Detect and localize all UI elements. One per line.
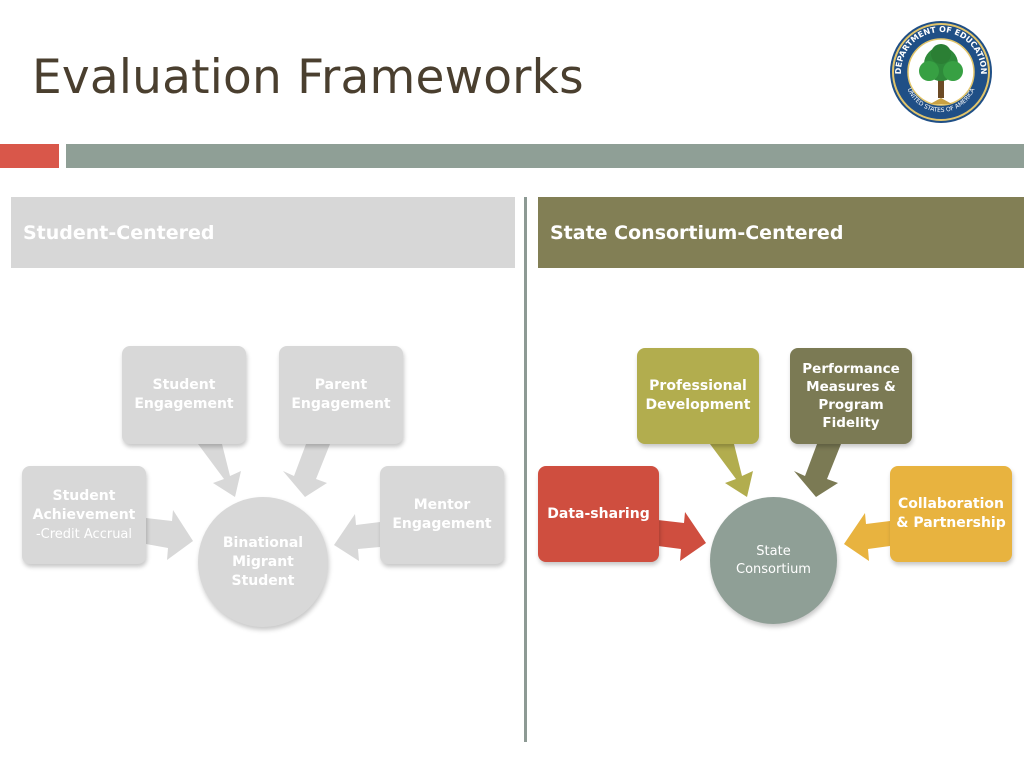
node-mentor-engagement-label: Mentor Engagement bbox=[392, 497, 492, 532]
student-centered-header: Student-Centered bbox=[11, 197, 515, 268]
node-performance-measures: Performance Measures & Program Fidelity bbox=[790, 348, 912, 444]
node-parent-engagement-label: Parent Engagement bbox=[291, 377, 391, 412]
arrow-professional-development bbox=[710, 444, 753, 497]
node-student-achievement-sublabel: -Credit Accrual bbox=[35, 526, 133, 542]
accent-bar-grey bbox=[66, 144, 1024, 168]
arrow-student-engagement bbox=[198, 444, 241, 497]
node-professional-development: Professional Development bbox=[637, 348, 759, 444]
node-data-sharing-label: Data-sharing bbox=[547, 505, 650, 522]
node-mentor-engagement: Mentor Engagement bbox=[380, 466, 504, 564]
node-student-engagement: Student Engagement bbox=[122, 346, 246, 444]
node-professional-development-label: Professional Development bbox=[645, 378, 751, 413]
consortium-centered-header: State Consortium-Centered bbox=[538, 197, 1024, 268]
node-binational-migrant-student-label: Binational Migrant Student bbox=[222, 534, 304, 589]
arrow-performance-measures bbox=[794, 444, 841, 497]
panel-divider bbox=[524, 197, 527, 742]
consortium-centered-header-label: State Consortium-Centered bbox=[550, 221, 844, 244]
node-student-achievement-label: Student Achievement bbox=[32, 487, 136, 523]
slide-title: Evaluation Frameworks bbox=[32, 50, 584, 105]
node-performance-measures-label: Performance Measures & Program Fidelity bbox=[802, 361, 900, 431]
student-centered-header-label: Student-Centered bbox=[23, 221, 215, 244]
node-state-consortium-label: State Consortium bbox=[736, 543, 811, 577]
node-data-sharing: Data-sharing bbox=[538, 466, 659, 562]
arrow-mentor-engagement bbox=[334, 514, 380, 561]
node-student-achievement: Student Achievement -Credit Accrual bbox=[22, 466, 146, 564]
node-collaboration-partnership-label: Collaboration & Partnership bbox=[896, 496, 1006, 531]
node-binational-migrant-student: Binational Migrant Student bbox=[198, 497, 328, 627]
department-of-education-seal-icon: DEPARTMENT OF EDUCATION UNITED STATES OF… bbox=[890, 21, 992, 123]
node-parent-engagement: Parent Engagement bbox=[279, 346, 403, 444]
arrow-student-achievement bbox=[146, 510, 193, 560]
node-collaboration-partnership: Collaboration & Partnership bbox=[890, 466, 1012, 562]
arrow-data-sharing bbox=[658, 512, 706, 561]
node-state-consortium: State Consortium bbox=[710, 497, 837, 624]
arrow-parent-engagement bbox=[283, 444, 330, 497]
accent-bar-red bbox=[0, 144, 59, 168]
arrow-collaboration bbox=[844, 513, 890, 561]
node-student-engagement-label: Student Engagement bbox=[134, 377, 234, 412]
